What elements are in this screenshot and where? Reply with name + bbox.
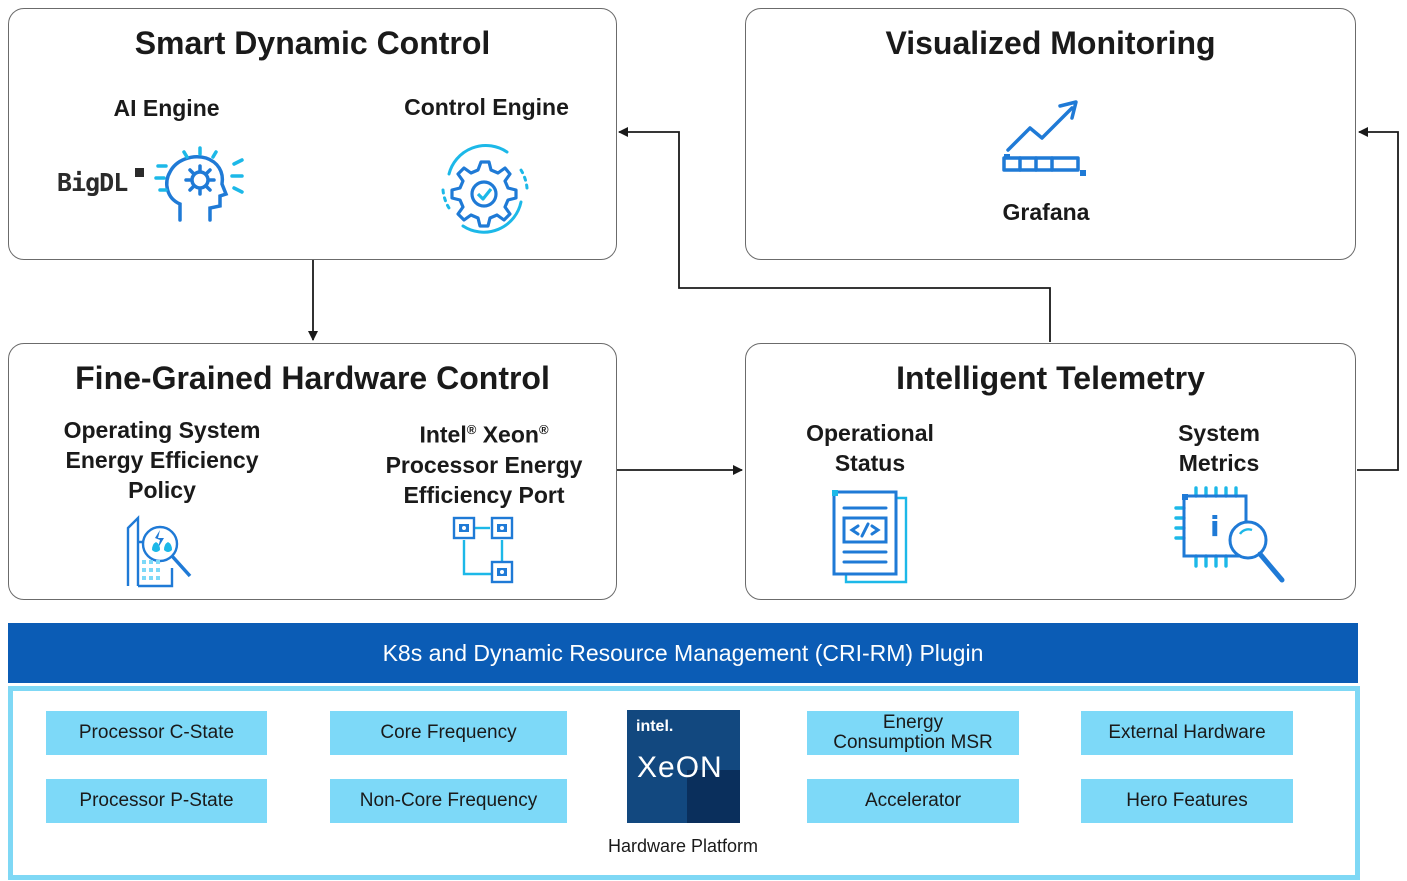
bigdl-logo: BigDL bbox=[57, 168, 145, 204]
os-energy-policy-label: Operating System Energy Efficiency Polic… bbox=[63, 417, 261, 503]
code-document-icon bbox=[832, 490, 908, 584]
visualized-monitoring-box: Visualized Monitoring Grafana bbox=[745, 8, 1356, 260]
chip-accelerator: Accelerator bbox=[807, 779, 1019, 823]
intel-xeon-logo: intel. XeON bbox=[627, 710, 740, 823]
system-metrics-label: System Metrics bbox=[1178, 420, 1260, 476]
building-energy-magnifier-icon bbox=[126, 515, 192, 588]
ai-engine-label: AI Engine bbox=[113, 95, 220, 121]
chip-core-frequency: Core Frequency bbox=[330, 711, 567, 755]
chip-hero-features: Hero Features bbox=[1081, 779, 1293, 823]
chip-metrics-magnifier-icon: i bbox=[1174, 486, 1285, 583]
grafana-label: Grafana bbox=[1002, 199, 1090, 225]
grafana-trend-icon bbox=[1002, 100, 1086, 176]
operational-status-label: Operational Status bbox=[806, 420, 934, 476]
visualized-monitoring-title: Visualized Monitoring bbox=[885, 25, 1216, 61]
energy-port-icon bbox=[452, 516, 514, 584]
chip-energy-consumption-msr: Energy Consumption MSR bbox=[807, 711, 1019, 755]
chip-processor-c-state: Processor C-State bbox=[46, 711, 267, 755]
smart-dynamic-control-title: Smart Dynamic Control bbox=[134, 25, 491, 61]
smart-dynamic-control-box: Smart Dynamic Control AI Engine Control … bbox=[8, 8, 617, 260]
control-engine-gear-icon bbox=[441, 144, 529, 234]
cri-rm-plugin-bar: K8s and Dynamic Resource Management (CRI… bbox=[8, 623, 1358, 683]
chip-non-core-frequency: Non-Core Frequency bbox=[330, 779, 567, 823]
fine-grained-hardware-control-box: Fine-Grained Hardware Control bbox=[8, 343, 617, 600]
control-engine-label: Control Engine bbox=[404, 94, 569, 120]
arrow-telemetry-to-monitoring bbox=[1357, 127, 1399, 471]
hardware-platform-label: Hardware Platform bbox=[607, 836, 759, 856]
svg-text:i: i bbox=[1210, 510, 1220, 543]
ai-head-gear-icon bbox=[154, 146, 244, 222]
xeon-energy-port-label: Intel® Xeon® Processor Energy Efficiency… bbox=[385, 421, 583, 508]
chip-external-hardware: External Hardware bbox=[1081, 711, 1293, 755]
intelligent-telemetry-title: Intelligent Telemetry bbox=[896, 360, 1205, 396]
chip-processor-p-state: Processor P-State bbox=[46, 779, 267, 823]
arrow-telemetry-to-smart bbox=[618, 127, 1051, 342]
fine-grained-hardware-control-title: Fine-Grained Hardware Control bbox=[75, 360, 550, 396]
